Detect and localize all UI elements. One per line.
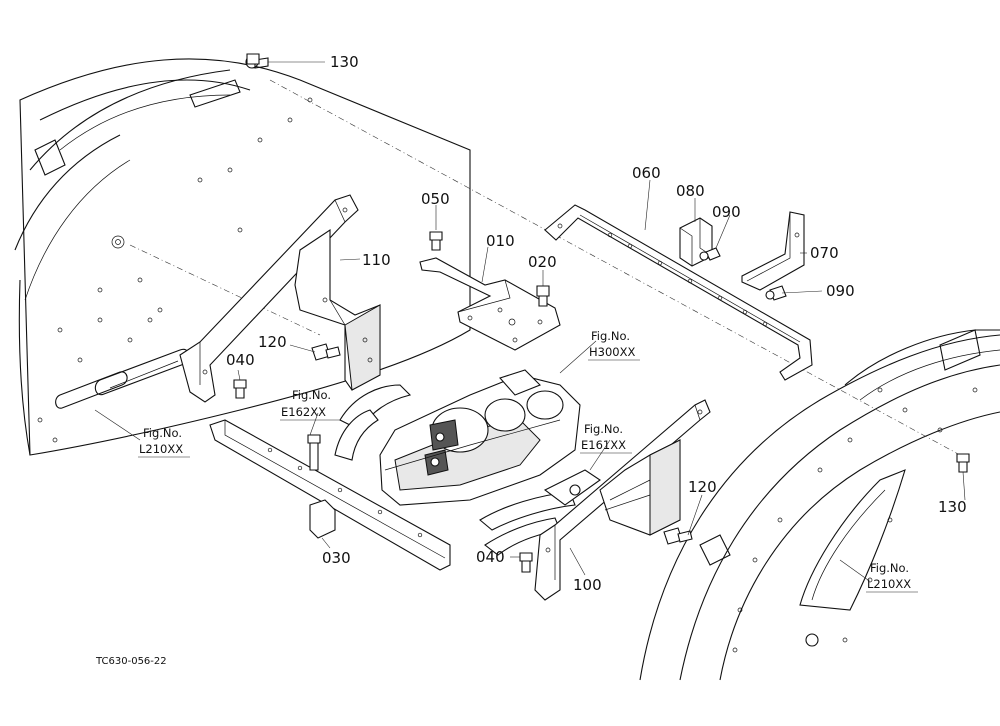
hydraulic-unit: [334, 369, 601, 556]
figref-e162-code: E162XX: [281, 405, 326, 419]
bolt-130-b: [956, 453, 970, 473]
center-line-2: [129, 244, 321, 336]
bolt-120-b: [663, 527, 693, 545]
callout-080: 080: [676, 182, 705, 200]
bolt-020: [536, 285, 550, 307]
stud-030: [307, 434, 321, 471]
part-070-bracket: [741, 211, 805, 291]
callout-130-top: 130: [330, 53, 359, 71]
callout-090-lower: 090: [826, 282, 855, 300]
callout-100: 100: [573, 576, 602, 594]
figref-e161-label: Fig.No.: [584, 422, 623, 436]
bolt-120-a: [311, 343, 341, 361]
figref-l210-right-code: L210XX: [867, 577, 911, 591]
callout-090-upper: 090: [712, 203, 741, 221]
part-010-plate: [419, 257, 561, 351]
figref-e161-code: E161XX: [581, 438, 626, 452]
figref-l210-left-code: L210XX: [139, 442, 183, 456]
callout-030: 030: [322, 549, 351, 567]
callout-120-right: 120: [688, 478, 717, 496]
callout-120-left: 120: [258, 333, 287, 351]
callout-010: 010: [486, 232, 515, 250]
bolt-090-a: [699, 247, 721, 261]
bolt-050: [429, 231, 443, 251]
bolt-040-b: [519, 552, 533, 573]
callout-070: 070: [810, 244, 839, 262]
callout-020: 020: [528, 253, 557, 271]
figref-l210-left-label: Fig.No.: [143, 426, 182, 440]
callout-050: 050: [421, 190, 450, 208]
part-100-bracket: [534, 399, 711, 601]
callout-130-right: 130: [938, 498, 967, 516]
part-030-bar: [209, 419, 451, 571]
callout-060: 060: [632, 164, 661, 182]
drawing-code: TC630-056-22: [95, 656, 167, 667]
center-line: [269, 79, 961, 456]
bolt-090-b: [765, 285, 787, 301]
figref-h300-label: Fig.No.: [591, 329, 630, 343]
callout-labels: 130 050 010 020 060 080 090 070 090 110 …: [226, 53, 967, 594]
callout-110: 110: [362, 251, 391, 269]
callout-040-right: 040: [476, 548, 505, 566]
bolt-130-a: [246, 53, 260, 65]
right-fender: [639, 329, 1000, 681]
figure-references: Fig.No. H300XX Fig.No. E162XX Fig.No. E1…: [139, 329, 911, 591]
part-060-bracket: [544, 204, 813, 381]
leader-lines: [94, 61, 966, 593]
callout-040-left: 040: [226, 351, 255, 369]
figref-e162-label: Fig.No.: [292, 388, 331, 402]
part-110-bracket: [179, 194, 381, 403]
figref-h300-code: H300XX: [589, 345, 635, 359]
bolt-040-a: [233, 379, 247, 399]
figref-l210-right-label: Fig.No.: [870, 561, 909, 575]
